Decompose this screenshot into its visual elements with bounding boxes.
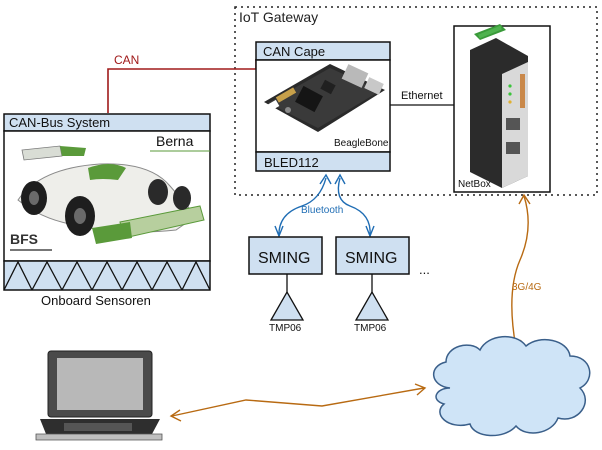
sming-node-1 bbox=[248, 236, 323, 275]
netbox-device-image bbox=[470, 24, 528, 188]
bfs-logo: BFS bbox=[10, 231, 52, 251]
bled112-label: BLED112 bbox=[264, 155, 319, 170]
internet-cloud bbox=[433, 336, 591, 437]
laptop-icon bbox=[35, 350, 163, 441]
bled112-box bbox=[255, 151, 391, 172]
iot-gateway-frame bbox=[234, 6, 598, 196]
onboard-sensors-label: Onboard Sensoren bbox=[41, 293, 151, 308]
tmp06-2-sensor bbox=[354, 290, 390, 321]
can-cape-label: CAN Cape bbox=[263, 44, 325, 59]
laptop-link bbox=[169, 383, 427, 422]
can-connection-line bbox=[107, 59, 257, 113]
race-car-image bbox=[17, 145, 205, 244]
tmp06-2-label: TMP06 bbox=[354, 323, 387, 334]
can-bus-title: CAN-Bus System bbox=[9, 115, 110, 130]
beaglebone-board-image bbox=[264, 64, 385, 132]
sensor-strip bbox=[3, 260, 211, 291]
mobile-link bbox=[510, 193, 531, 351]
beaglebone-label: BeagleBone bbox=[334, 138, 389, 149]
car-name-label: Berna bbox=[156, 133, 194, 149]
sming-node-2-label: SMING bbox=[345, 250, 397, 267]
bluetooth-links bbox=[274, 173, 375, 238]
mobile-link-label: 3G/4G bbox=[512, 282, 542, 293]
sensor-triangles bbox=[3, 260, 211, 291]
more-nodes-ellipsis: ... bbox=[419, 262, 430, 277]
bluetooth-label: Bluetooth bbox=[301, 205, 343, 216]
onboard-sensors bbox=[3, 260, 211, 291]
tmp06-1-sensor bbox=[269, 290, 305, 321]
bfs-logo-text: BFS bbox=[10, 231, 38, 247]
can-label: CAN bbox=[114, 53, 139, 67]
netbox-label: NetBox bbox=[458, 179, 491, 190]
ethernet-label: Ethernet bbox=[401, 90, 443, 102]
sming-node-2 bbox=[335, 236, 410, 275]
sming-node-1-label: SMING bbox=[258, 250, 310, 267]
tmp06-1-label: TMP06 bbox=[269, 323, 302, 334]
iot-gateway-title: IoT Gateway bbox=[239, 9, 318, 25]
